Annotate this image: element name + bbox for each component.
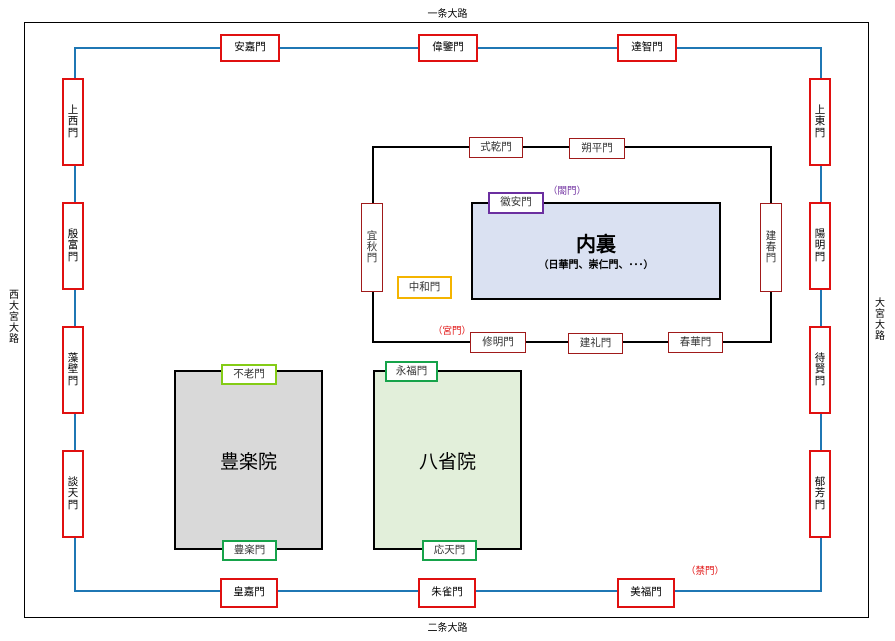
gate-otenmon: 応天門: [422, 540, 477, 561]
gate-suzakumon: 朱雀門: [418, 578, 476, 608]
dairi-block: 内裏 （日華門、崇仁門、･･･）: [471, 202, 721, 300]
gate-kenreimon: 建礼門: [568, 333, 623, 354]
gate-shunkamon: 春華門: [668, 332, 723, 353]
road-east: 大宮大路: [875, 298, 885, 342]
note-kyumon: （宮門）: [433, 326, 472, 337]
gate-dantenmon: 談天門: [62, 450, 84, 538]
gate-soheki-mon: 藻壁門: [62, 326, 84, 414]
gate-eifukumon: 永福門: [385, 361, 438, 382]
road-north: 一条大路: [427, 9, 468, 20]
dairi-title: 内裏: [576, 231, 616, 256]
gate-chuwamon: 中和門: [397, 276, 452, 299]
gate-sakuheimon: 朔平門: [569, 138, 625, 159]
gate-furomon: 不老門: [221, 364, 277, 385]
dairi-subtitle: （日華門、崇仁門、･･･）: [538, 259, 654, 271]
gate-tatchimon: 達智門: [617, 34, 677, 62]
gate-angamon: 安嘉門: [220, 34, 280, 62]
gate-jotomon: 上東門: [809, 78, 831, 166]
gate-bifukumon: 美福門: [617, 578, 675, 608]
gate-kokamon: 皇嘉門: [220, 578, 278, 608]
gate-shikikenmon: 式乾門: [469, 137, 523, 158]
gate-kenshunmon: 建春門: [760, 203, 782, 292]
gate-taikenmon: 待賢門: [809, 326, 831, 414]
note-kinmon: （禁門）: [686, 566, 725, 577]
road-west: 西大宮大路: [9, 290, 19, 345]
note-kanmon: （閤門）: [548, 186, 587, 197]
hourakuin-block: 豊楽院: [174, 370, 323, 550]
gate-ihomon: 郁芳門: [809, 450, 831, 538]
gate-joseimon: 上西門: [62, 78, 84, 166]
gate-shumeimon: 修明門: [470, 332, 526, 353]
gate-yomeimon: 陽明門: [809, 202, 831, 290]
gate-hourakumon: 豊楽門: [222, 540, 277, 561]
gate-impumon: 殷富門: [62, 202, 84, 290]
gate-gishumon: 宜秋門: [361, 203, 383, 292]
map-frame: [24, 22, 869, 618]
gate-kianmon: 徽安門: [488, 192, 544, 214]
hasshoin-block: 八省院: [373, 370, 522, 550]
gate-ikanmon: 偉鑒門: [418, 34, 478, 62]
road-south: 二条大路: [427, 623, 468, 634]
